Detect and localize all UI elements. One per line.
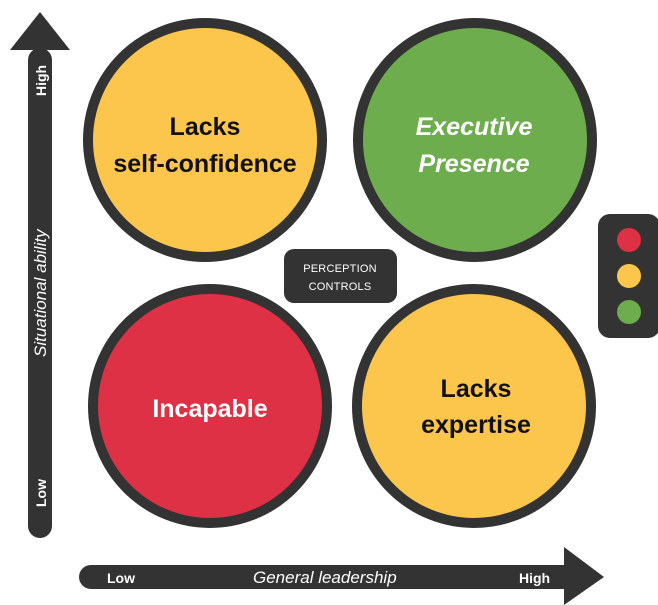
perception-controls-background <box>284 249 397 303</box>
quadrant-top-left-line1: Lacks <box>170 113 241 141</box>
quadrant-bottom-right-line2: expertise <box>421 411 531 439</box>
y-axis-low-label: Low <box>33 479 49 507</box>
quadrant-top-left-line2: self-confidence <box>113 150 296 178</box>
quadrant-top-left-circle <box>83 18 327 262</box>
quadrant-top-right-circle <box>353 18 597 262</box>
perception-controls-line2: CONTROLS <box>309 281 372 293</box>
perception-controls-box: PERCEPTION CONTROLS <box>284 249 397 303</box>
quadrant-top-right-line1: Executive <box>416 113 533 141</box>
y-axis-arrow: High Situational ability Low <box>10 12 70 538</box>
traffic-light-yellow <box>617 264 641 288</box>
quadrant-top-right-line2: Presence <box>418 150 529 178</box>
y-axis-high-label: High <box>33 65 49 96</box>
x-axis-shaft <box>79 565 579 589</box>
quadrant-bottom-right-circle <box>352 284 596 528</box>
x-axis-arrowhead <box>564 547 604 605</box>
y-axis-shaft <box>28 48 52 538</box>
x-axis-high-label: High <box>519 570 550 586</box>
x-axis-low-label: Low <box>107 570 135 586</box>
y-axis-title: Situational ability <box>31 228 50 357</box>
x-axis-arrow: Low General leadership High <box>79 547 604 605</box>
y-axis-arrowhead <box>10 12 70 50</box>
quadrant-bottom-left-line1: Incapable <box>152 395 267 423</box>
traffic-light-icon <box>598 214 658 338</box>
x-axis-title: General leadership <box>253 568 397 587</box>
traffic-light-red <box>617 228 641 252</box>
traffic-light-green <box>617 300 641 324</box>
quadrant-bottom-right-line1: Lacks <box>441 375 512 403</box>
perception-controls-line1: PERCEPTION <box>303 263 377 275</box>
quadrant-bottom-left-circle <box>88 284 332 528</box>
